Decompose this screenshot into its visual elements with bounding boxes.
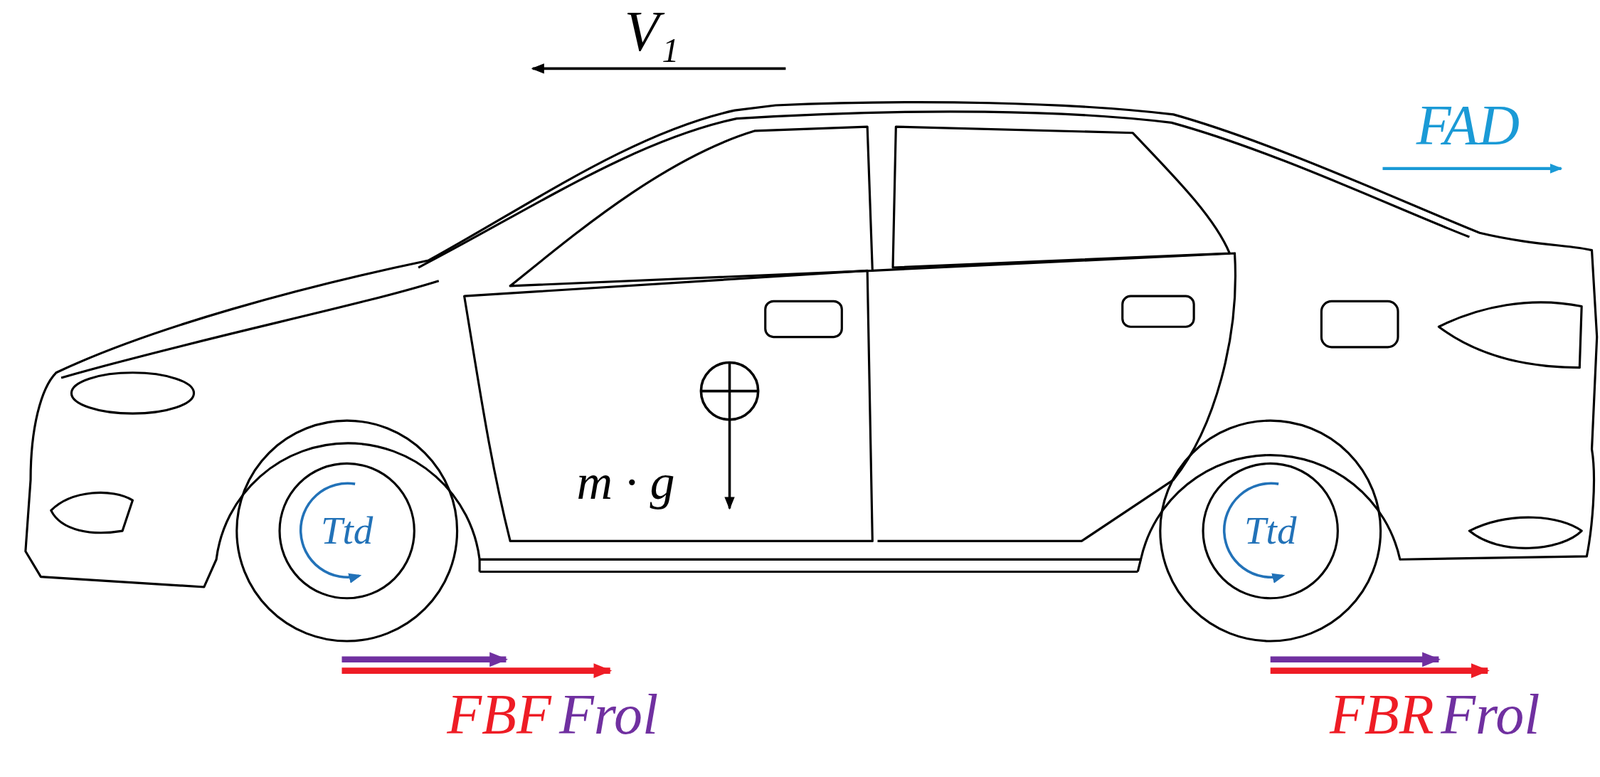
- weight-label: m · g: [576, 457, 675, 508]
- brake-force-label: FBR: [1329, 685, 1435, 743]
- drag-force-arrow: [1382, 167, 1561, 171]
- torque-label: Ttd: [1244, 510, 1297, 550]
- rolling-force-label: Frol: [559, 685, 659, 743]
- center-of-gravity: [700, 362, 758, 508]
- velocity-label: V₁: [624, 2, 680, 60]
- car-body: [25, 102, 1598, 587]
- tire-forces: [341, 659, 1488, 671]
- wheel-torque-arrow: [300, 483, 1283, 577]
- drag-force-label: FAD: [1416, 96, 1520, 154]
- rolling-force-label: Frol: [1440, 685, 1540, 743]
- brake-force-label: FBF: [446, 685, 552, 743]
- velocity-arrow: [532, 67, 787, 71]
- wheels: [236, 420, 1381, 641]
- torque-label: Ttd: [320, 510, 373, 550]
